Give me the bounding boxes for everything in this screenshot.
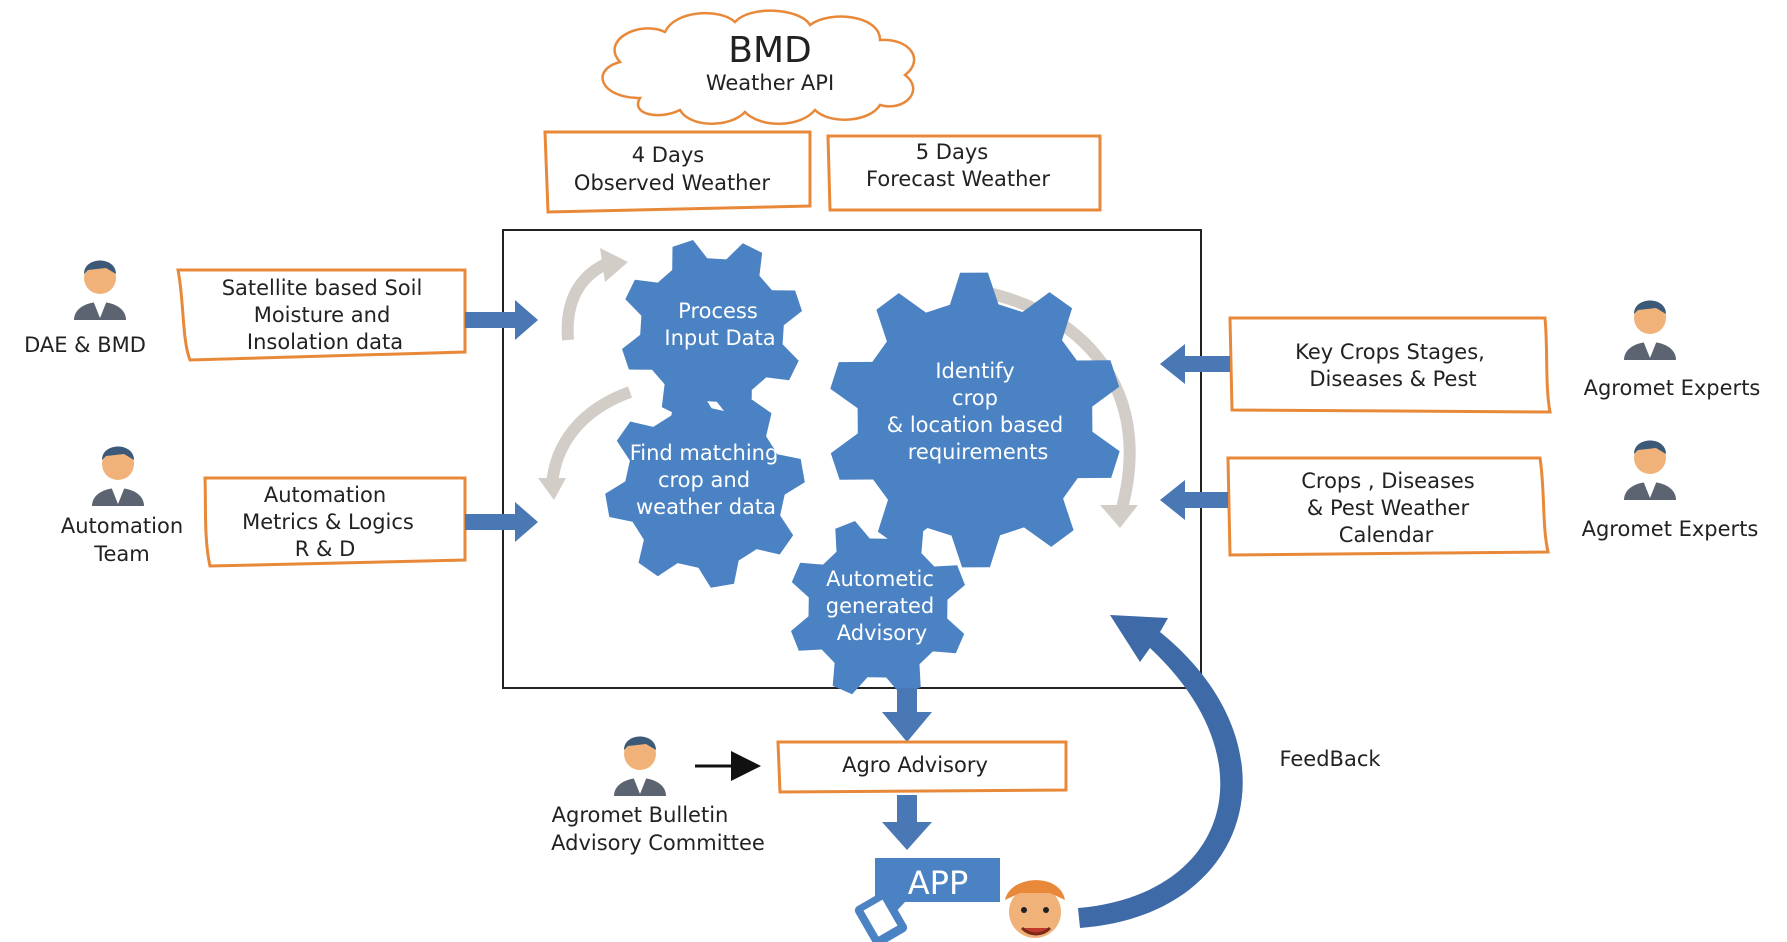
feedback-arrow	[1078, 615, 1243, 928]
committee-line2: Advisory Committee	[551, 831, 765, 855]
gears	[605, 240, 1120, 695]
weather-calendar-box: Crops , Diseases & Pest Weather Calendar	[1226, 456, 1550, 557]
svg-text:Autometic: Autometic	[826, 567, 934, 591]
svg-text:Key Crops Stages,: Key Crops Stages,	[1295, 340, 1485, 364]
agro-advisory-box: Agro Advisory	[776, 740, 1068, 794]
person-icon-dae-bmd	[74, 260, 126, 320]
observed-line-1: 4 Days	[632, 143, 704, 167]
svg-text:Process: Process	[678, 299, 758, 323]
actor-automation-line2: Team	[93, 542, 150, 566]
svg-text:& location based: & location based	[887, 413, 1063, 437]
svg-text:Diseases & Pest: Diseases & Pest	[1309, 367, 1476, 391]
svg-text:Calendar: Calendar	[1339, 523, 1434, 547]
cycle-arrowheads	[538, 248, 1138, 528]
svg-text:Identify: Identify	[935, 359, 1014, 383]
gear-advisory-label: Autometic generated Advisory	[826, 567, 934, 645]
observed-line-2: Observed Weather	[574, 171, 770, 195]
people	[74, 260, 1676, 796]
arrow-calendar-to-frame	[1160, 480, 1228, 520]
arrow-automation-to-frame	[465, 502, 538, 542]
cycle-arrows	[546, 256, 1136, 517]
cloud-subtitle: Weather API	[706, 71, 834, 95]
committee-line1: Agromet Bulletin	[552, 803, 729, 827]
arrow-frame-to-advisory	[882, 688, 932, 742]
svg-text:weather data: weather data	[636, 495, 776, 519]
svg-text:Moisture and: Moisture and	[254, 303, 391, 327]
svg-text:Agro Advisory: Agro Advisory	[842, 753, 988, 777]
actor-automation-line1: Automation	[61, 514, 183, 538]
farmer-icon	[1005, 880, 1065, 938]
forecast-weather-box: 5 Days Forecast Weather	[826, 134, 1102, 212]
svg-text:crop and: crop and	[658, 468, 750, 492]
cloud-title: BMD	[728, 30, 811, 71]
gear-process	[622, 240, 802, 420]
gear-process-label: Process Input Data	[664, 299, 775, 350]
observed-weather-box: 4 Days Observed Weather	[543, 130, 812, 214]
phone-icon	[854, 891, 908, 942]
svg-text:crop: crop	[952, 386, 998, 410]
gear-match-label: Find matching crop and weather data	[630, 441, 779, 519]
gear-match	[605, 388, 805, 588]
svg-text:Automation: Automation	[264, 483, 386, 507]
actor-agromet-1: Agromet Experts	[1584, 376, 1761, 400]
app-icon: APP	[854, 858, 1000, 942]
forecast-line-1: 5 Days	[916, 140, 988, 164]
svg-text:generated: generated	[826, 594, 934, 618]
svg-text:Metrics & Logics: Metrics & Logics	[242, 510, 414, 534]
person-icon-automation	[92, 446, 144, 506]
bmd-cloud: BMD Weather API	[601, 9, 916, 125]
svg-text:Crops , Diseases: Crops , Diseases	[1301, 469, 1475, 493]
svg-text:& Pest Weather: & Pest Weather	[1307, 496, 1470, 520]
gear-identify-label: Identify crop & location based requireme…	[887, 359, 1063, 464]
crop-stages-box: Key Crops Stages, Diseases & Pest	[1228, 316, 1552, 414]
svg-text:requirements: requirements	[908, 440, 1049, 464]
arrow-advisory-to-app	[882, 795, 932, 850]
arrow-cropstages-to-frame	[1160, 344, 1230, 384]
automation-box: Automation Metrics & Logics R & D	[203, 476, 467, 568]
feedback-label: FeedBack	[1279, 747, 1381, 771]
gear-identify	[830, 272, 1120, 568]
svg-text:Find matching: Find matching	[630, 441, 779, 465]
svg-text:R & D: R & D	[295, 537, 356, 561]
arrow-satellite-to-frame	[465, 300, 538, 340]
app-label: APP	[908, 864, 968, 902]
svg-text:Insolation data: Insolation data	[247, 330, 403, 354]
actor-agromet-2: Agromet Experts	[1582, 517, 1759, 541]
satellite-data-box: Satellite based Soil Moisture and Insola…	[176, 268, 467, 362]
actor-dae-bmd: DAE & BMD	[24, 333, 146, 357]
person-icon-agromet-2	[1624, 440, 1676, 500]
person-icon-committee	[614, 736, 666, 796]
svg-text:Satellite based Soil: Satellite based Soil	[222, 276, 423, 300]
svg-text:Input Data: Input Data	[664, 326, 775, 350]
svg-text:Advisory: Advisory	[837, 621, 927, 645]
person-icon-agromet-1	[1624, 300, 1676, 360]
forecast-line-2: Forecast Weather	[866, 167, 1050, 191]
gear-advisory	[791, 521, 965, 695]
